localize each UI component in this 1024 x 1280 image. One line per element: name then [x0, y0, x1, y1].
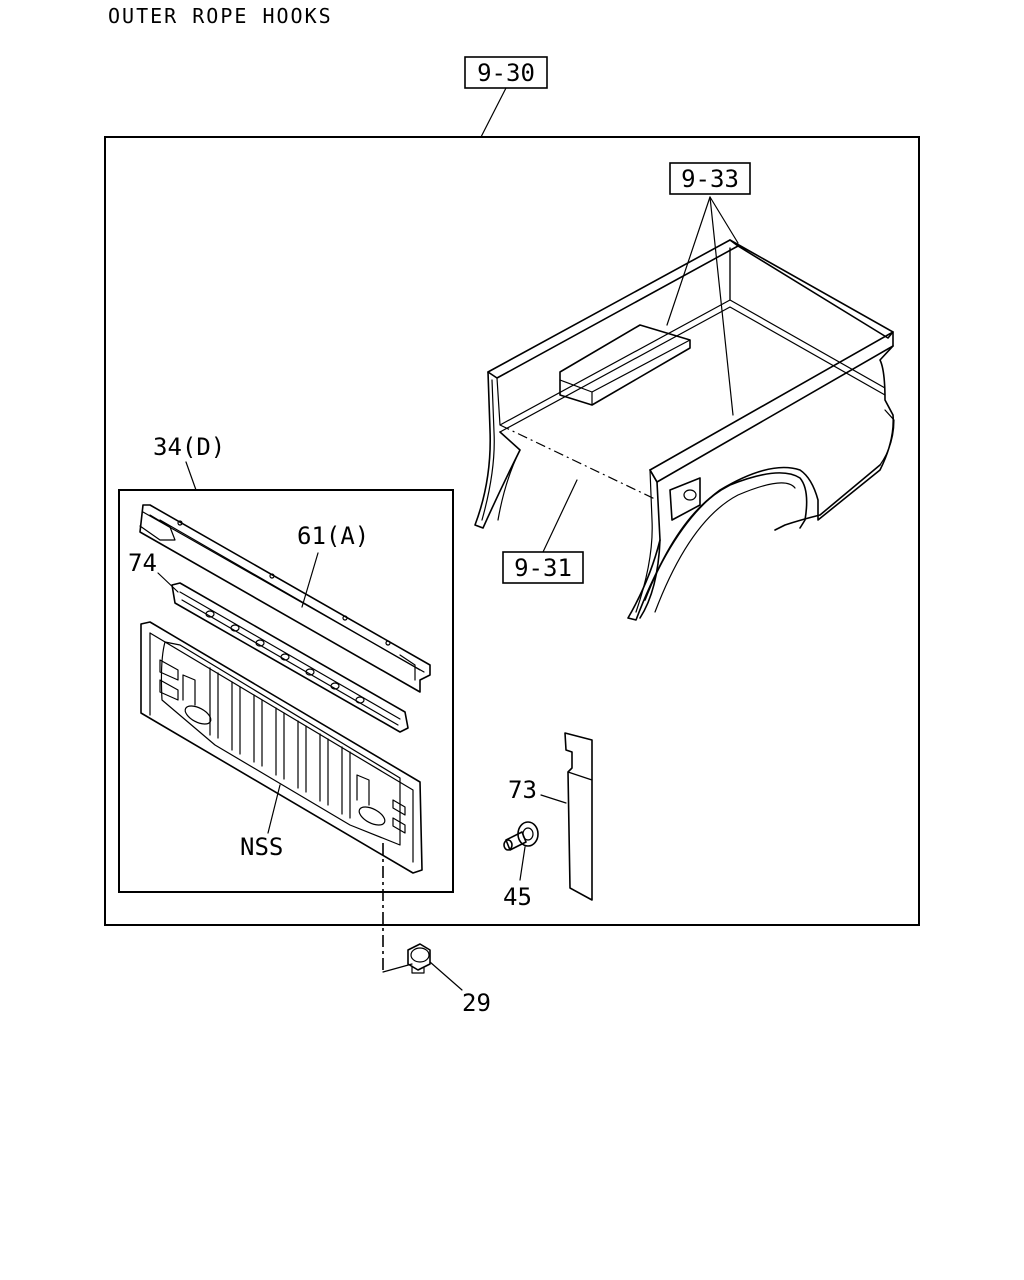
callout-45[interactable]: 45	[503, 846, 532, 911]
callout-9-33-label: 9-33	[681, 165, 739, 193]
callout-73[interactable]: 73	[508, 776, 567, 804]
callout-29[interactable]: 29	[429, 961, 491, 1017]
diagram-title: OUTER ROPE HOOKS	[108, 4, 333, 28]
callout-34d-label: 34(D)	[153, 433, 225, 461]
leader-29	[382, 843, 413, 973]
tailgate-sub-frame	[118, 489, 454, 893]
callout-9-31[interactable]: 9-31	[502, 479, 584, 584]
tailgate-top-rail	[139, 504, 431, 693]
tailgate-inner-rail	[171, 582, 409, 733]
side-trim-part	[564, 732, 593, 901]
callout-9-30[interactable]: 9-30	[464, 56, 548, 138]
callout-9-31-label: 9-31	[514, 554, 572, 582]
callout-nss-label: NSS	[240, 833, 283, 861]
callout-9-33[interactable]: 9-33	[666, 162, 751, 416]
callout-61a-label: 61(A)	[297, 522, 369, 550]
callout-73-label: 73	[508, 776, 537, 804]
callout-61a[interactable]: 61(A)	[297, 522, 369, 608]
callout-34d[interactable]: 34(D)	[153, 433, 225, 491]
callout-9-30-label: 9-30	[477, 59, 535, 87]
assembly-frame	[104, 136, 920, 926]
screw-part	[503, 821, 539, 851]
callout-29-label: 29	[462, 989, 491, 1017]
callout-74-label: 74	[128, 549, 157, 577]
truck-bed-illustration	[474, 239, 895, 621]
callout-45-label: 45	[503, 883, 532, 911]
bumper-part	[407, 943, 431, 974]
tailgate-panel	[140, 621, 423, 874]
callout-74[interactable]: 74	[128, 549, 179, 593]
callout-nss[interactable]: NSS	[240, 784, 283, 861]
